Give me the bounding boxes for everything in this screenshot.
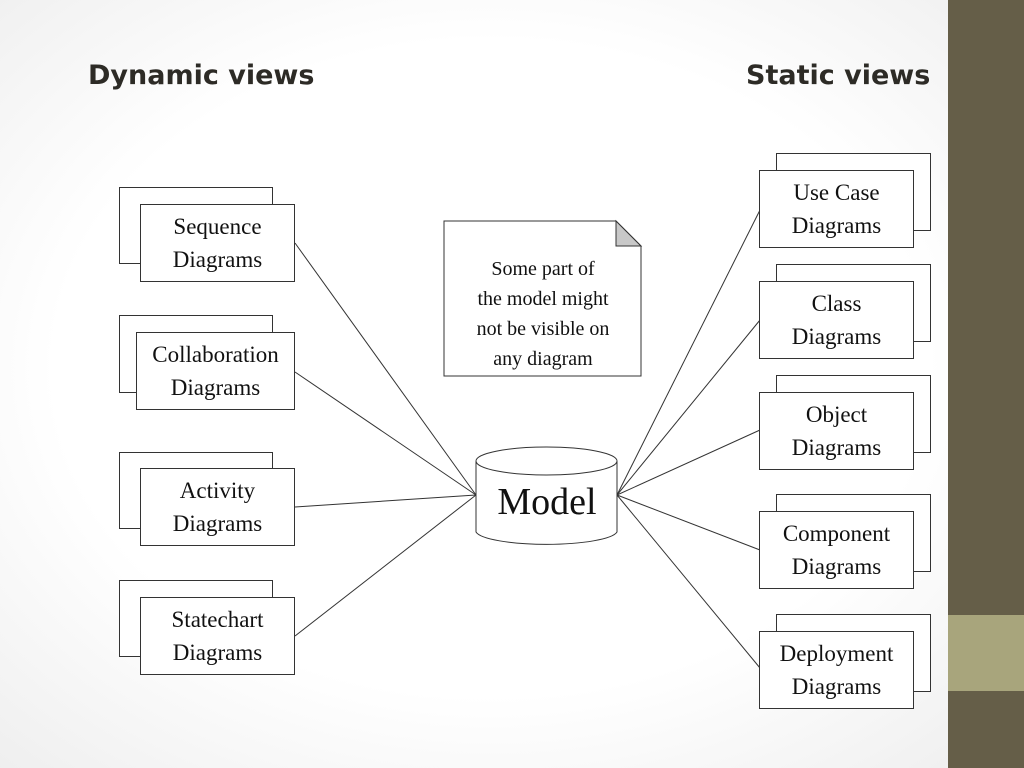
- box-label-line1: Use Case: [793, 179, 880, 205]
- connector-object: [616, 429, 761, 496]
- note-line: the model might: [477, 288, 609, 310]
- box-label-line2: Diagrams: [172, 640, 263, 665]
- box-label-line2: Diagrams: [791, 435, 882, 460]
- box-label-line1: Sequence: [173, 213, 262, 239]
- note-shape: [443, 220, 642, 377]
- box-label-line1: Component: [782, 520, 891, 546]
- connector-component: [616, 494, 761, 551]
- note-line: any diagram: [493, 348, 593, 370]
- box-label-line1: Object: [805, 401, 868, 427]
- box-label-line1: Class: [811, 290, 862, 316]
- connector-collaboration: [294, 371, 477, 496]
- note-line: Some part of: [491, 258, 595, 280]
- box-label-line2: Diagrams: [791, 324, 882, 349]
- model-cylinder-top: [475, 446, 618, 476]
- connector-use-case: [616, 209, 761, 496]
- note-line: not be visible on: [476, 318, 610, 340]
- box-label-line2: Diagrams: [172, 511, 263, 536]
- box-label-line1: Deployment: [779, 640, 894, 666]
- slide-sidebar-accent: [948, 615, 1024, 691]
- model-cylinder-body: [475, 461, 618, 545]
- note-fold: [615, 219, 643, 247]
- box-label-line1: Statechart: [171, 606, 264, 632]
- connector-class: [616, 319, 761, 496]
- connector-sequence: [294, 242, 477, 496]
- box-label-line2: Diagrams: [791, 674, 882, 699]
- connector-activity: [294, 494, 477, 508]
- box-label-line2: Diagrams: [170, 375, 261, 400]
- static-views-heading: Static views: [746, 60, 931, 91]
- connector-statechart: [294, 494, 477, 637]
- box-label-line2: Diagrams: [791, 554, 882, 579]
- box-label-line1: Activity: [179, 477, 256, 503]
- box-label-line1: Collaboration: [152, 341, 279, 367]
- note-text: Some part of the model might not be visi…: [444, 254, 642, 374]
- model-label: Model: [497, 481, 597, 523]
- dynamic-views-heading: Dynamic views: [88, 60, 315, 91]
- connector-deployment: [616, 494, 761, 669]
- box-label-line2: Diagrams: [791, 213, 882, 238]
- box-label-line2: Diagrams: [172, 247, 263, 272]
